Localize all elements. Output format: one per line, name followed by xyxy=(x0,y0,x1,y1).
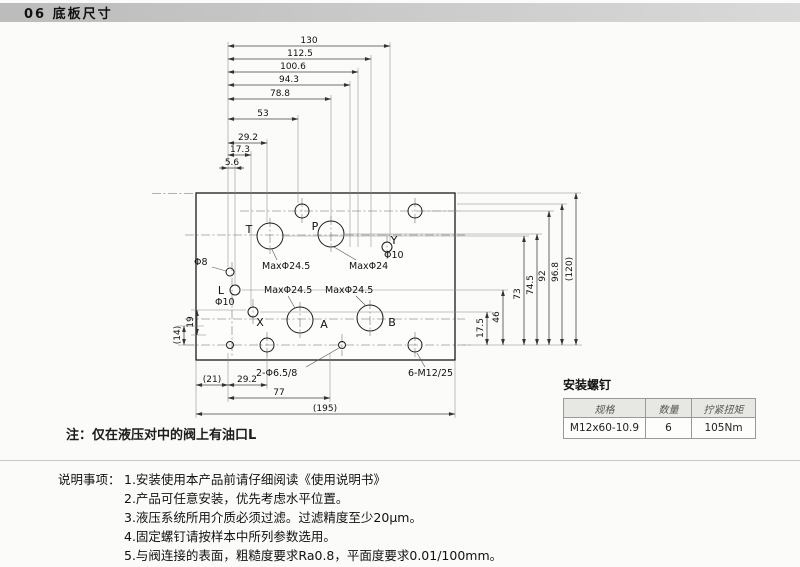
mount-hole-bottom-left xyxy=(259,337,275,353)
dim-bottom-21: (21) xyxy=(203,375,221,385)
instructions-list: 1.安装使用本产品前请仔细阅读《使用说明书》 2.产品可任意安装，优先考虑水平位… xyxy=(124,470,502,567)
mount-hole-top-left xyxy=(294,203,310,219)
dim-top-29-2: 29.2 xyxy=(238,133,258,143)
port-label-b: B xyxy=(388,316,396,329)
port-l-circle xyxy=(229,284,241,296)
dim-right-92: 92 xyxy=(538,270,548,281)
screw-col-spec: 规格 xyxy=(563,398,646,418)
annotation-phi8: Φ8 xyxy=(194,257,208,268)
port-label-x: X xyxy=(256,316,264,329)
note-text: 注：仅在液压对中的阀上有油口L xyxy=(66,428,257,443)
port-b-circle xyxy=(356,304,384,332)
screw-col-torque: 拧紧扭矩 xyxy=(691,398,756,418)
instruction-item-2: 2.产品可任意安装，优先考虑水平位置。 xyxy=(124,491,349,506)
instructions-label: 说明事项： xyxy=(58,472,121,487)
dim-right-46: 46 xyxy=(492,311,502,323)
port-p-circle xyxy=(317,220,345,248)
port-label-p: P xyxy=(312,220,319,233)
annotation-max-a: MaxΦ24.5 xyxy=(264,285,312,296)
dim-left-19: 19 xyxy=(186,316,196,328)
port-a-circle xyxy=(286,306,314,334)
instructions-section: 说明事项： 1.安装使用本产品前请仔细阅读《使用说明书》 2.产品可任意安装，优… xyxy=(0,460,800,567)
hole-phi8 xyxy=(225,267,235,277)
port-label-t: T xyxy=(245,223,253,236)
dim-top-100-6: 100.6 xyxy=(280,62,306,72)
annotation-phi10-l: Φ10 xyxy=(215,297,235,308)
port-y-circle xyxy=(381,241,393,253)
port-labels: T P Y L X A B xyxy=(218,220,398,331)
dim-bottom-29-2: 29.2 xyxy=(237,375,257,385)
dim-right-96-8: 96.8 xyxy=(551,262,561,282)
drawing-area: 130 112.5 100.6 94.3 78.8 53 29.2 17.3 5… xyxy=(0,22,800,460)
page-title: 06 底板尺寸 xyxy=(24,7,113,22)
mounting-screw-table: 规格 数量 拧紧扭矩 M12x60-10.9 6 105Nm xyxy=(563,398,756,439)
instruction-item-4: 4.固定螺钉请按样本中所列参数选用。 xyxy=(124,529,336,544)
top-dimensions: 130 112.5 100.6 94.3 78.8 53 29.2 17.3 5… xyxy=(219,36,391,170)
instruction-item-5: 5.与阀连接的表面，粗糙度要求Ra0.8，平面度要求0.01/100mm。 xyxy=(124,548,503,563)
screw-qty-value: 6 xyxy=(645,417,692,439)
annotation-max-b: MaxΦ24.5 xyxy=(325,285,373,296)
dim-top-78-8: 78.8 xyxy=(270,89,290,99)
extension-lines xyxy=(178,42,582,418)
dim-top-94-3: 94.3 xyxy=(279,75,299,85)
port-label-l: L xyxy=(218,284,225,297)
mounting-screw-block: 安装螺钉 规格 数量 拧紧扭矩 M12x60-10.9 6 105Nm xyxy=(563,376,756,439)
port-holes xyxy=(225,203,423,353)
mounting-screw-title: 安装螺钉 xyxy=(563,378,612,392)
table-header-row: 规格 数量 拧紧扭矩 xyxy=(563,398,756,418)
pin-hole-left xyxy=(226,341,234,349)
annotation-phi10-y: Φ10 xyxy=(384,250,404,261)
dim-right-74-5: 74.5 xyxy=(526,275,536,295)
screw-torque-value: 105Nm xyxy=(691,417,756,439)
left-dimensions: 19 (14) xyxy=(173,309,199,346)
dim-right-17-5: 17.5 xyxy=(476,318,486,338)
annotation-max-t: MaxΦ24.5 xyxy=(262,261,310,272)
dim-top-5-6: 5.6 xyxy=(225,158,240,168)
dim-top-112-5: 112.5 xyxy=(287,49,313,59)
plate-outline xyxy=(195,192,456,361)
mount-hole-top-right xyxy=(407,203,423,219)
dim-top-17-3: 17.3 xyxy=(230,145,250,155)
port-t-circle xyxy=(256,222,284,250)
center-lines xyxy=(152,193,473,358)
screw-col-qty: 数量 xyxy=(645,398,692,418)
technical-drawing: 130 112.5 100.6 94.3 78.8 53 29.2 17.3 5… xyxy=(152,36,582,418)
annotation-max-p: MaxΦ24 xyxy=(349,261,388,272)
dim-bottom-195: (195) xyxy=(313,404,337,414)
dim-left-14: (14) xyxy=(173,326,183,344)
hole-annotations: Φ8 Φ10 Φ10 MaxΦ24.5 MaxΦ24 MaxΦ24.5 MaxΦ… xyxy=(194,250,453,379)
section-header: 06 底板尺寸 xyxy=(0,3,800,22)
pin-hole-right xyxy=(338,341,346,349)
port-x-circle xyxy=(247,306,259,318)
bottom-dimensions: (21) 29.2 77 (195) xyxy=(195,375,456,416)
dim-right-120: (120) xyxy=(565,257,575,281)
annotation-pin-holes: 2-Φ6.5/8 xyxy=(256,368,297,379)
instruction-item-3: 3.液压系统所用介质必须过滤。过滤精度至少20μm。 xyxy=(124,510,422,525)
screw-spec-value: M12x60-10.9 xyxy=(563,417,646,439)
instruction-item-1: 1.安装使用本产品前请仔细阅读《使用说明书》 xyxy=(124,472,386,487)
port-label-a: A xyxy=(320,318,328,331)
dim-top-130: 130 xyxy=(300,36,317,46)
port-label-y: Y xyxy=(390,234,398,247)
dim-right-73: 73 xyxy=(513,288,523,299)
dim-top-53: 53 xyxy=(257,109,268,119)
annotation-mount-holes: 6-M12/25 xyxy=(408,368,453,379)
leader-lines xyxy=(211,246,426,368)
mount-hole-bottom-right xyxy=(407,337,423,353)
table-row: M12x60-10.9 6 105Nm xyxy=(563,417,756,439)
dim-bottom-77: 77 xyxy=(273,388,284,398)
right-dimensions: (120) 96.8 92 74.5 73 46 17.5 xyxy=(476,192,578,346)
